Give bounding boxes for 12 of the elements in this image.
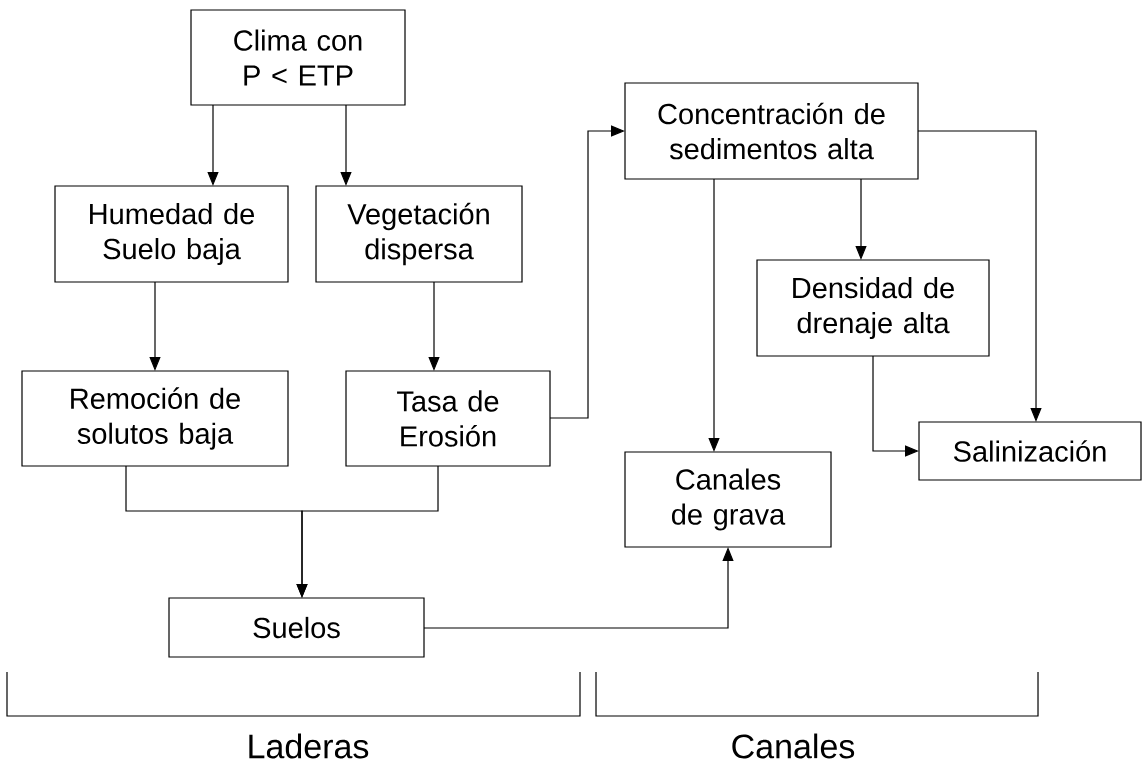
process-box: Clima con P < ETP xyxy=(190,9,406,106)
process-box: Tasa de Erosión xyxy=(345,370,551,467)
process-box: Remoción de solutos baja xyxy=(21,370,289,467)
section-label: Laderas xyxy=(249,733,369,759)
process-box: Concentración de sedimentos alta xyxy=(624,82,919,180)
process-box: Salinización xyxy=(918,421,1142,481)
section-label: Canales xyxy=(732,733,855,759)
process-box: Suelos xyxy=(168,597,425,658)
process-box: Humedad de Suelo baja xyxy=(54,185,289,283)
process-box: Canales de grava xyxy=(624,451,832,548)
process-box: Vegetación dispersa xyxy=(315,185,523,283)
process-box: Densidad de drenaje alta xyxy=(756,259,990,357)
